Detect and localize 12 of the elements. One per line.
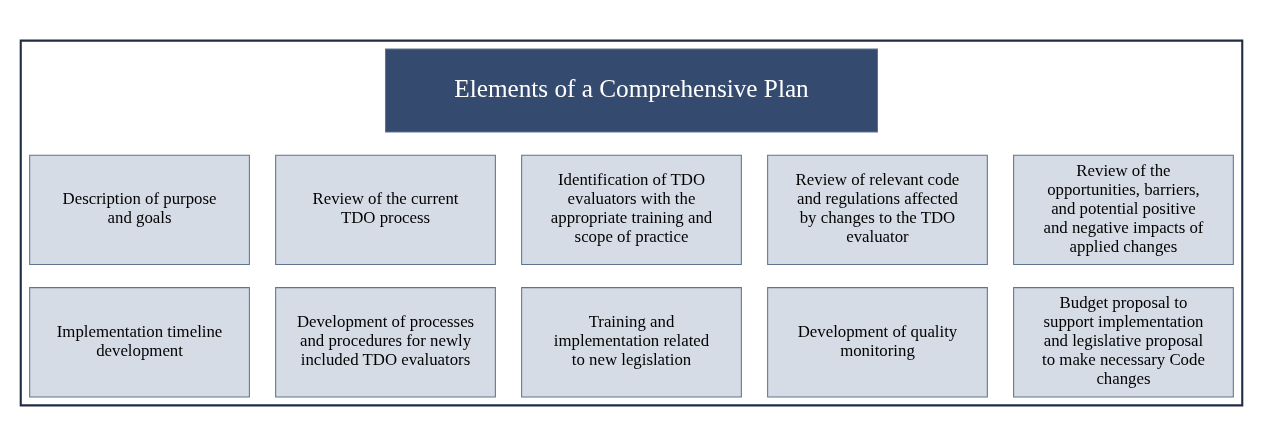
node-box: Budget proposal to support implementation and legislative proposal to make necessary Code changes	[1013, 286, 1234, 397]
node-box: Development of quality monitoring	[767, 286, 988, 397]
node-box: Identification of TDO evaluators with the appropriate training and scope of practice	[521, 154, 742, 265]
node-box: Elements of a Comprehensive Plan	[385, 48, 878, 133]
node-box: Review of the opportunities, barriers, and potential positive and negative impacts of applied changes	[1013, 154, 1234, 265]
node-box: Implementation timeline development	[29, 286, 250, 397]
node-box: Review of the current TDO process	[275, 154, 496, 265]
node-box: Review of relevant code and regulations affected by changes to the TDO evaluator	[767, 154, 988, 265]
node-box: Description of purpose and goals	[29, 154, 250, 265]
node-box: Development of processes and procedures for newly included TDO evaluators	[275, 286, 496, 397]
node-box: Training and implementation related to new legislation	[521, 286, 742, 397]
cluster	[19, 39, 1244, 406]
